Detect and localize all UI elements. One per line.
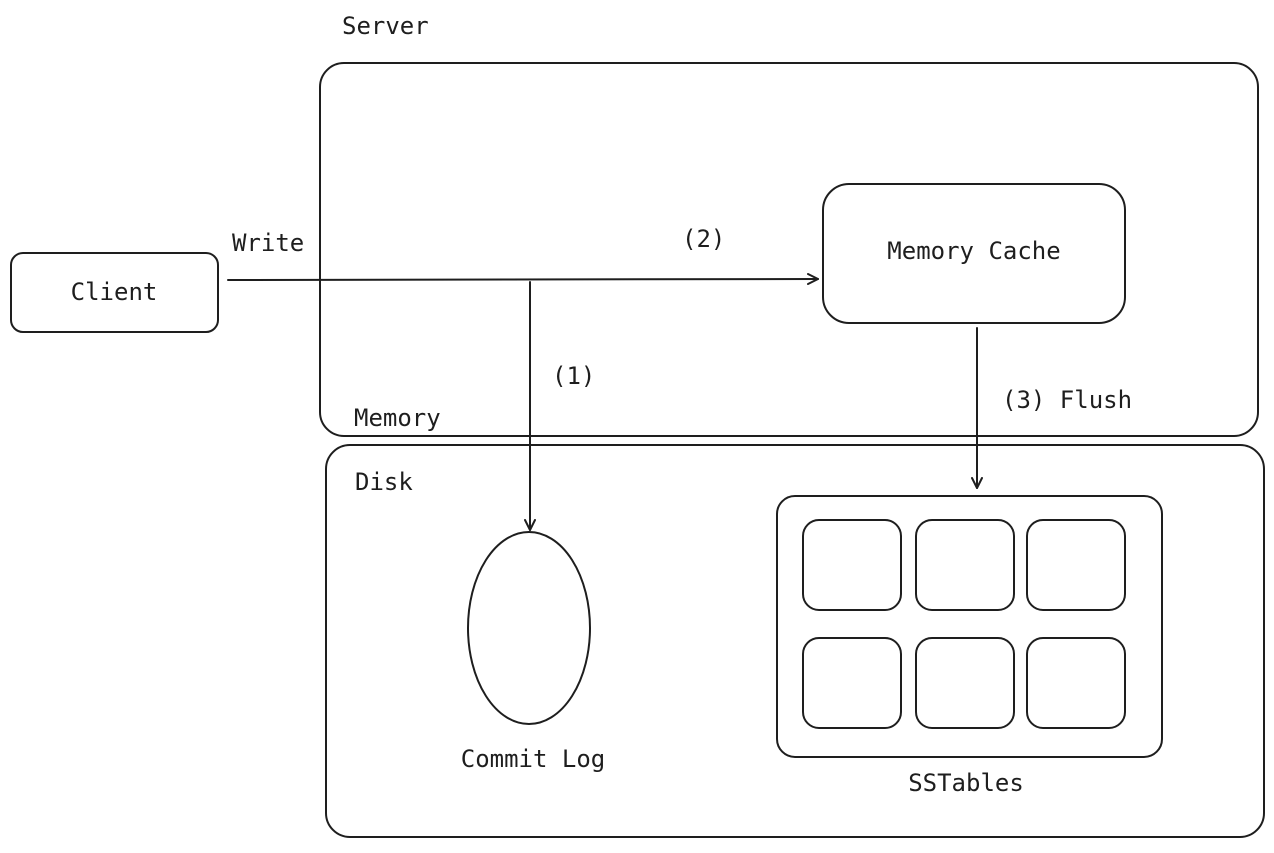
memory-label: Memory <box>354 404 441 432</box>
server-memory-box <box>319 62 1259 437</box>
step-1-label: (1) <box>552 362 595 390</box>
memory-cache-box <box>822 183 1126 324</box>
disk-box <box>325 444 1265 838</box>
sstable-block <box>915 519 1015 611</box>
client-label: Client <box>71 278 158 306</box>
sstable-block <box>1026 637 1126 729</box>
sstable-block <box>802 519 902 611</box>
step-2-label: (2) <box>682 225 725 253</box>
server-label: Server <box>342 12 429 40</box>
commit-log-label: Commit Log <box>461 745 606 773</box>
write-arrow <box>227 273 819 286</box>
client-box <box>10 252 219 333</box>
sstables-label: SSTables <box>908 769 1024 797</box>
sstable-block <box>915 637 1015 729</box>
disk-label: Disk <box>355 468 413 496</box>
sstable-block <box>1026 519 1126 611</box>
sstable-block <box>802 637 902 729</box>
sstables-container <box>776 495 1163 758</box>
step-3-flush-label: (3) Flush <box>1002 386 1132 414</box>
memory-cache-label: Memory Cache <box>887 237 1060 265</box>
commit-log-shape <box>467 531 591 725</box>
write-label: Write <box>232 229 304 257</box>
